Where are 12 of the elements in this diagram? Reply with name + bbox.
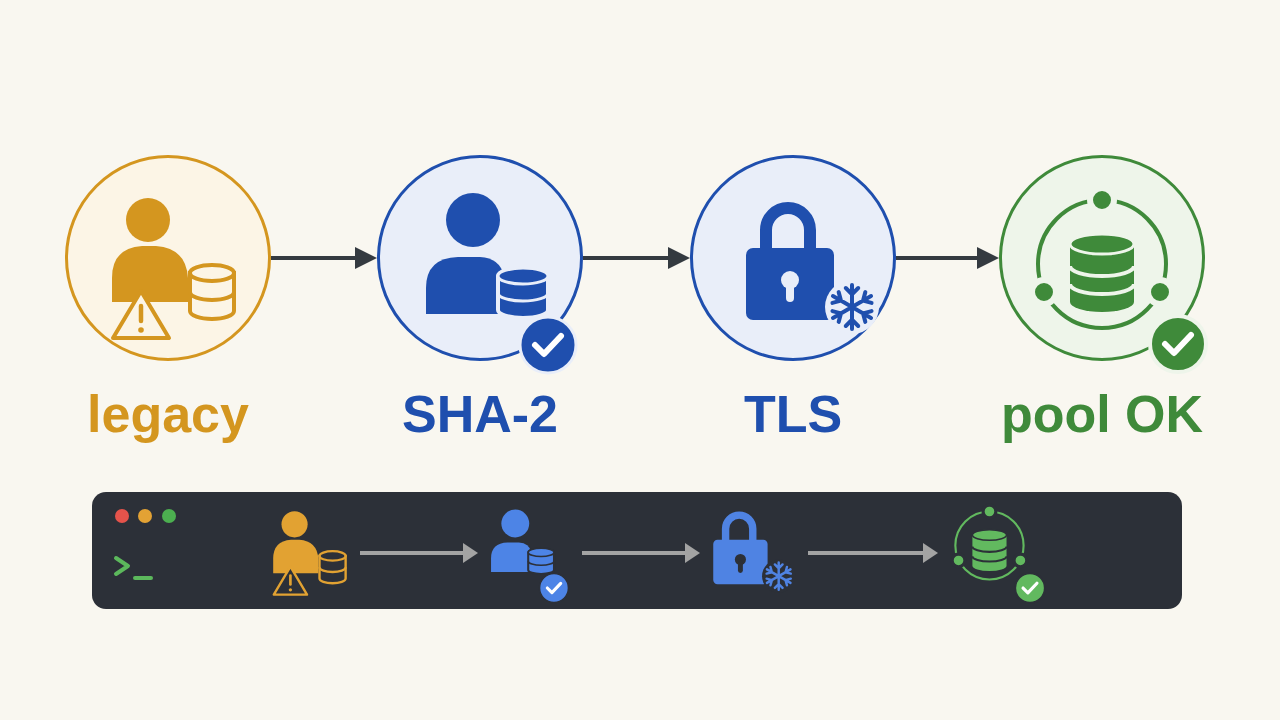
arrow <box>896 247 999 269</box>
user-database-check-icon <box>490 508 570 604</box>
stage-label: SHA-2 <box>402 388 558 440</box>
arrow <box>808 543 938 563</box>
database-network-check-icon <box>950 503 1046 604</box>
arrow <box>582 543 700 563</box>
stage-label: TLS <box>743 388 843 440</box>
arrow <box>271 247 377 269</box>
terminal-panel <box>92 492 1182 609</box>
arrow <box>583 247 690 269</box>
arrow <box>360 543 478 563</box>
user-database-warning-icon <box>272 510 348 597</box>
